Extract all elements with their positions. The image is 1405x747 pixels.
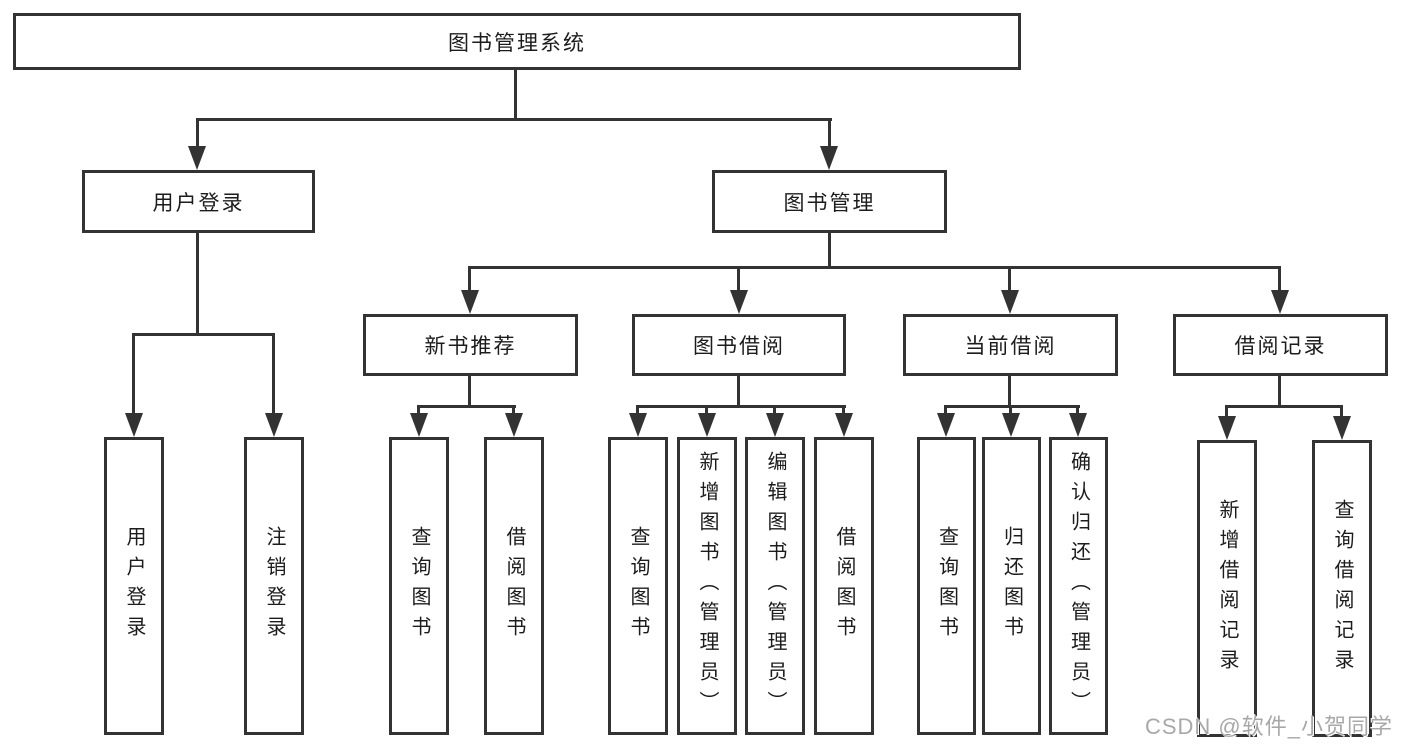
- leaf-bb-query-books: 查询图书: [608, 437, 668, 735]
- arrowhead-down-icon: [1069, 413, 1087, 437]
- arrowhead-down-icon: [1271, 290, 1289, 314]
- arrowhead-down-icon: [937, 413, 955, 437]
- node-library-management-system: 图书管理系统: [13, 13, 1021, 70]
- connector-drop-book-management: [828, 118, 831, 150]
- connector-bar: [1225, 405, 1343, 408]
- arrowhead-down-icon: [461, 290, 479, 314]
- leaf-logout: 注销登录: [244, 437, 304, 735]
- node-current-borrowing: 当前借阅: [903, 314, 1118, 376]
- connector-user-login-bar: [132, 333, 274, 336]
- leaf-bb-add-books-admin: 新增图书（管理员）: [677, 437, 737, 735]
- connector-bar: [945, 405, 1080, 408]
- arrowhead-down-icon: [1333, 416, 1351, 440]
- node-new-book-recommend: 新书推荐: [363, 314, 578, 376]
- connector-user-login-stem: [196, 231, 199, 335]
- leaf-cb-confirm-return-admin: 确认归还（管理员）: [1049, 437, 1108, 735]
- arrowhead-down-icon: [410, 413, 428, 437]
- leaf-cb-return-books: 归还图书: [982, 437, 1041, 735]
- arrowhead-down-icon: [629, 413, 647, 437]
- node-borrow-records: 借阅记录: [1173, 314, 1388, 376]
- arrowhead-down-icon: [698, 413, 716, 437]
- connector-drop: [1225, 405, 1228, 418]
- connector-drop: [1009, 405, 1012, 416]
- connector-drop: [705, 405, 708, 416]
- arrowhead-down-icon: [820, 146, 838, 170]
- connector-drop: [1076, 405, 1079, 416]
- leaf-nb-query-books: 查询图书: [389, 437, 449, 735]
- connector-root-stem: [514, 68, 517, 120]
- leaf-br-add-record: 新增借阅记录: [1197, 440, 1257, 737]
- connector-stem: [468, 374, 471, 408]
- connector-drop: [1340, 405, 1343, 418]
- connector-drop: [417, 405, 420, 416]
- arrowhead-down-icon: [125, 413, 143, 437]
- connector-drop-user-login: [196, 118, 199, 150]
- arrowhead-down-icon: [835, 413, 853, 437]
- arrowhead-down-icon: [1002, 413, 1020, 437]
- connector-bar: [636, 405, 846, 408]
- leaf-cb-query-books: 查询图书: [917, 437, 976, 735]
- connector-drop: [272, 333, 275, 415]
- connector-drop: [842, 405, 845, 416]
- leaf-bb-borrow-books: 借阅图书: [814, 437, 874, 735]
- node-book-management: 图书管理: [712, 170, 947, 233]
- connector-drop: [468, 266, 471, 294]
- connector-stem: [1008, 374, 1011, 408]
- watermark: CSDN @软件_小贺同学: [1144, 714, 1393, 739]
- connector-book-management-stem: [828, 231, 831, 268]
- connector-stem: [1278, 374, 1281, 408]
- arrowhead-down-icon: [188, 146, 206, 170]
- connector-drop: [737, 266, 740, 294]
- connector-book-management-bar: [468, 266, 1281, 269]
- connector-drop: [1278, 266, 1281, 294]
- leaf-user-login: 用户登录: [104, 437, 164, 735]
- connector-bar: [417, 405, 516, 408]
- connector-drop: [773, 405, 776, 416]
- leaf-bb-edit-books-admin: 编辑图书（管理员）: [745, 437, 805, 735]
- arrowhead-down-icon: [505, 413, 523, 437]
- connector-root-bar: [196, 118, 832, 121]
- arrowhead-down-icon: [1001, 290, 1019, 314]
- arrowhead-down-icon: [766, 413, 784, 437]
- node-book-borrowing: 图书借阅: [632, 314, 846, 376]
- connector-drop: [1008, 266, 1011, 294]
- connector-drop: [132, 333, 135, 415]
- leaf-br-query-record: 查询借阅记录: [1312, 440, 1372, 737]
- arrowhead-down-icon: [730, 290, 748, 314]
- node-user-login: 用户登录: [82, 170, 315, 233]
- arrowhead-down-icon: [1218, 416, 1236, 440]
- connector-drop: [636, 405, 639, 416]
- arrowhead-down-icon: [265, 413, 283, 437]
- connector-stem: [737, 374, 740, 408]
- connector-drop: [944, 405, 947, 416]
- connector-drop: [512, 405, 515, 416]
- leaf-nb-borrow-books: 借阅图书: [484, 437, 544, 735]
